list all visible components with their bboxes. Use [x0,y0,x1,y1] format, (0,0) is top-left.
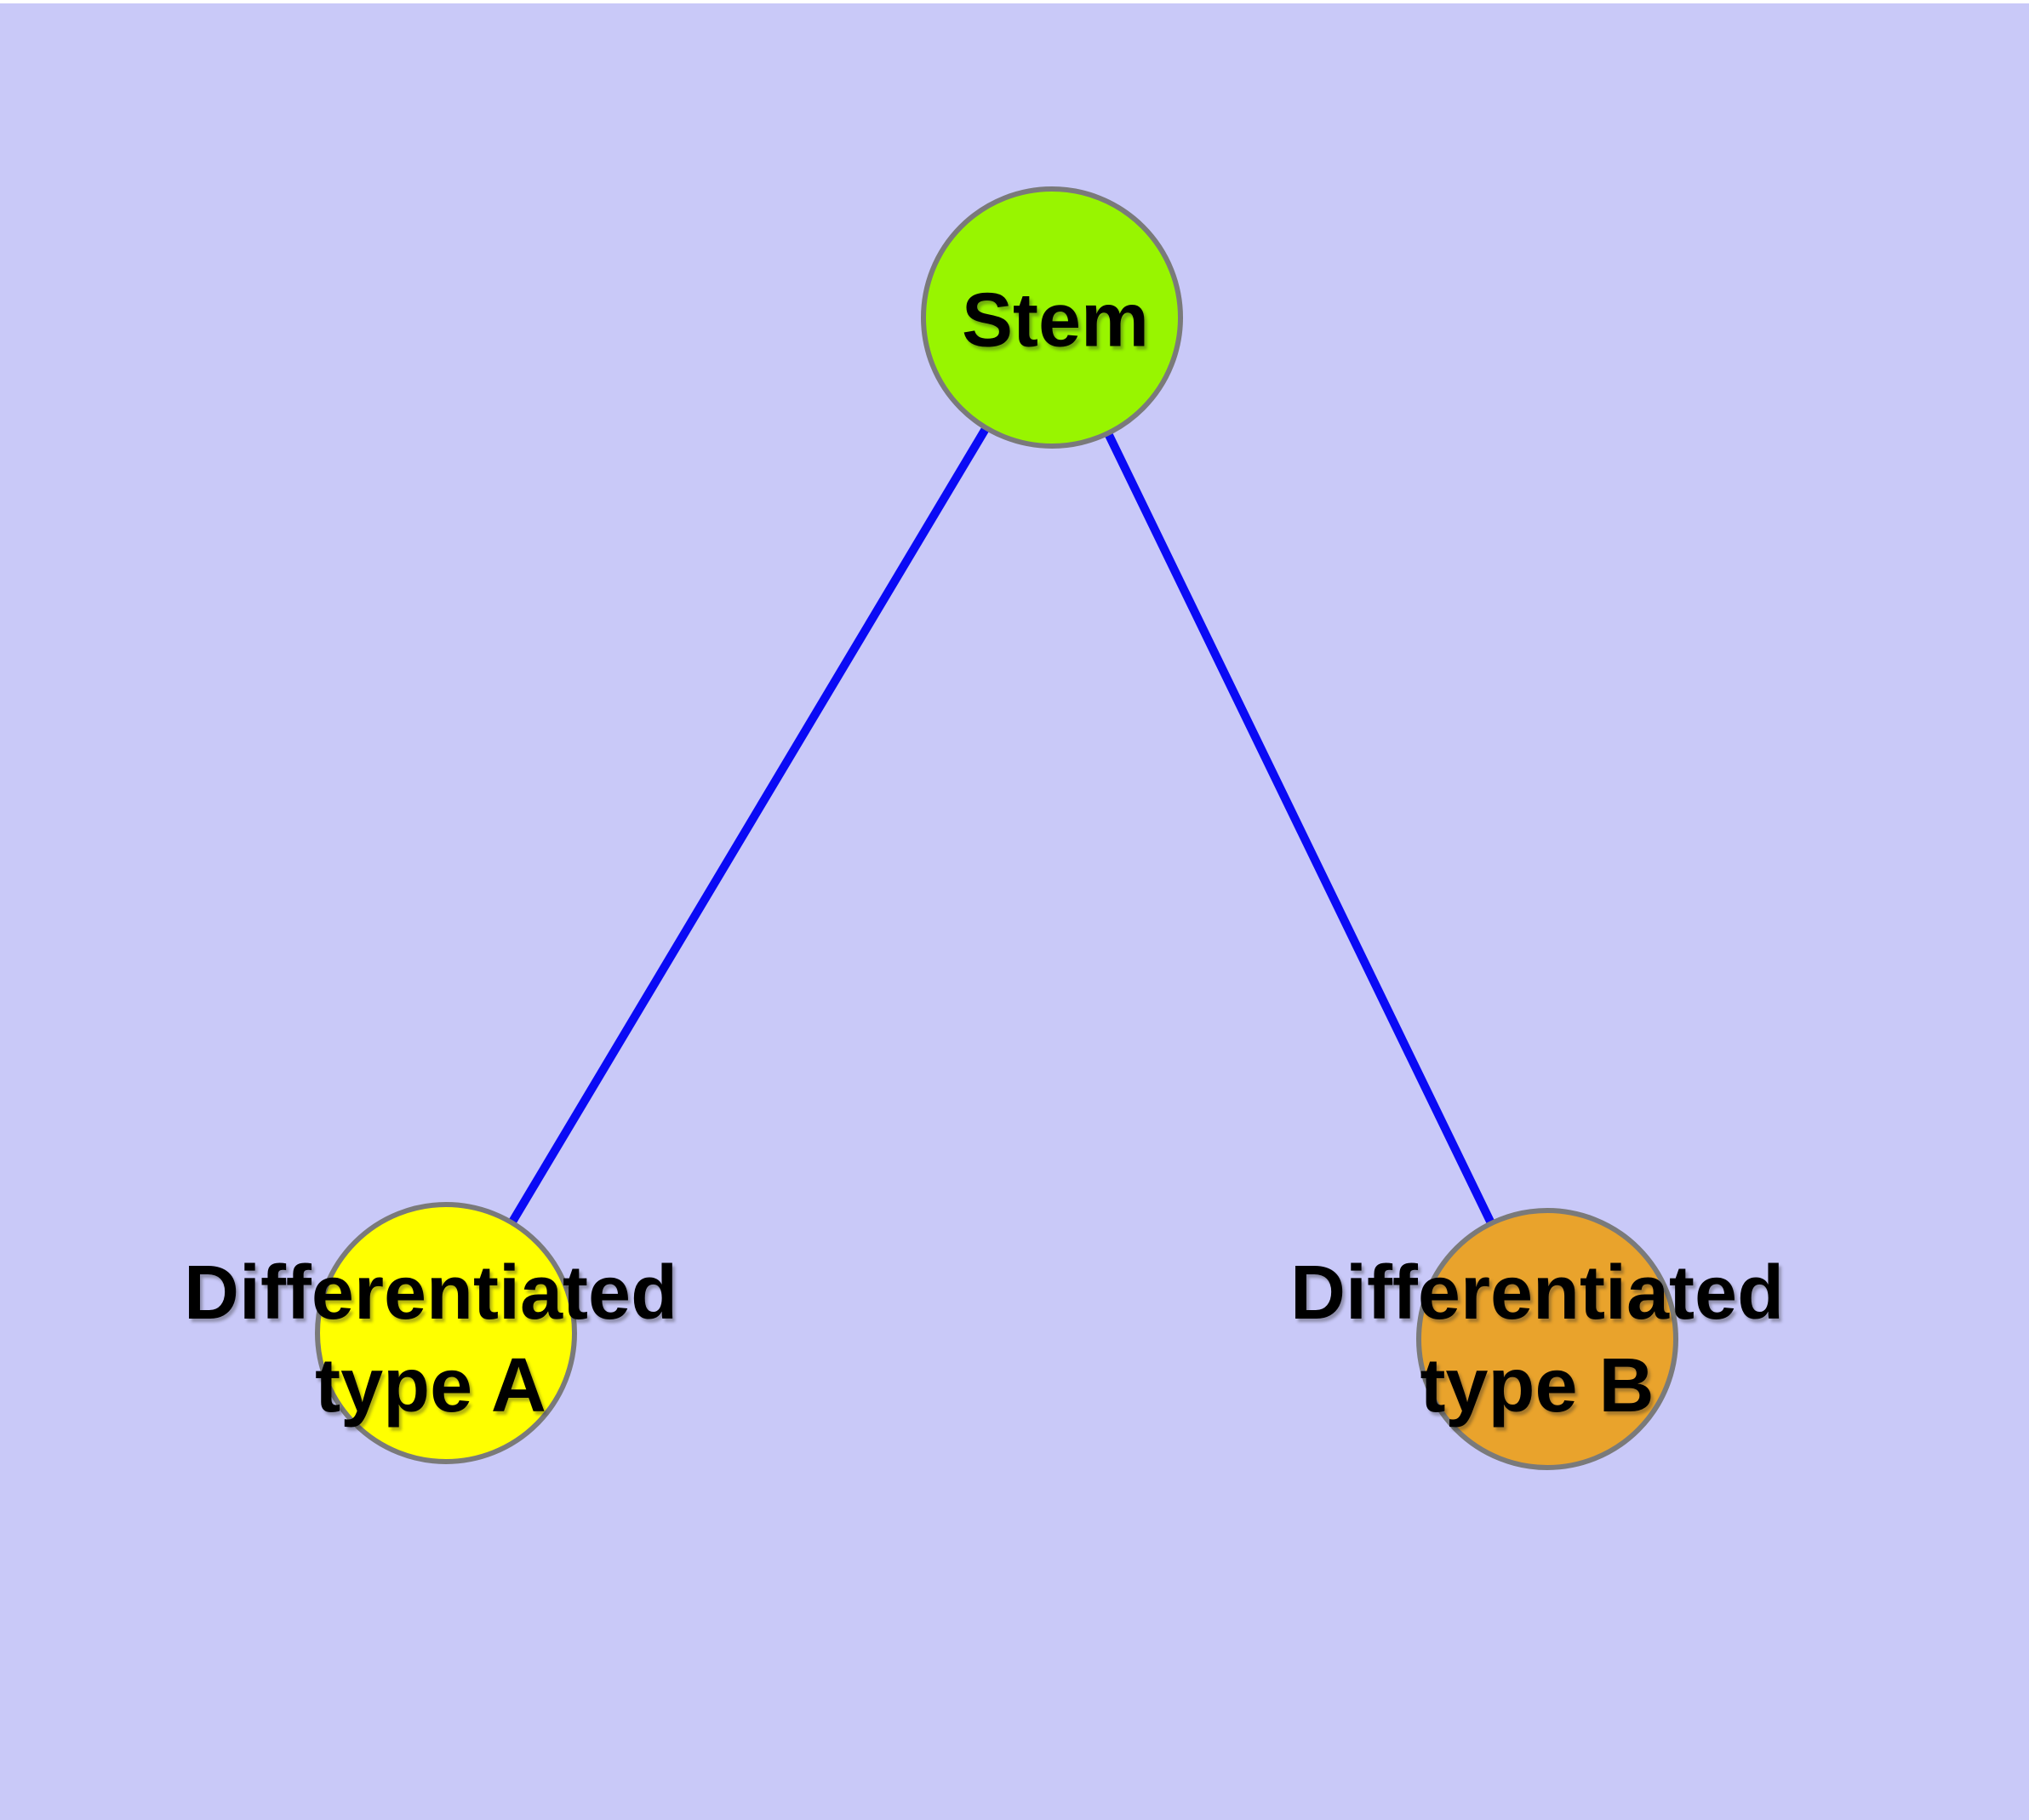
node-circle-stem [921,186,1183,449]
node-circle-type-b [1416,1208,1678,1470]
edge-stem-to-type-a [442,315,1056,1336]
node-label-type-b-line1: Differentiated [1289,1251,1785,1336]
top-strip [0,0,2029,3]
node-label-stem: Stem [962,275,1149,368]
node-label-type-b: Differentiated type B [1290,1247,1784,1433]
node-circle-type-a [315,1202,577,1464]
edge-stem-to-type-b [1048,315,1552,1342]
node-label-type-b-line2: type B [1420,1343,1655,1428]
node-label-type-a: Differentiated type A [184,1247,677,1433]
node-label-stem-text: Stem [961,278,1150,363]
node-label-type-a-line2: type A [315,1343,546,1428]
node-label-type-a-line1: Differentiated [183,1251,678,1336]
